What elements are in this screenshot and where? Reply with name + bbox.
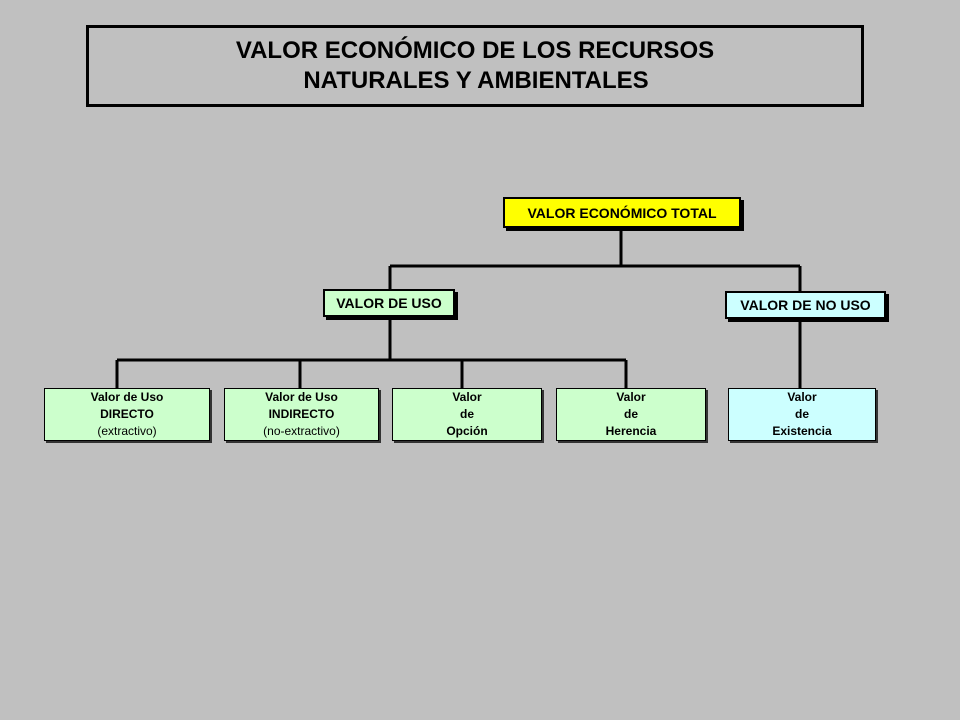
node-valor-economico-total: VALOR ECONÓMICO TOTAL bbox=[503, 197, 741, 228]
node-valor-de-uso: VALOR DE USO bbox=[323, 289, 455, 317]
node-total-label: VALOR ECONÓMICO TOTAL bbox=[527, 204, 717, 221]
title-box: VALOR ECONÓMICO DE LOS RECURSOS NATURALE… bbox=[86, 25, 864, 107]
node-valor-herencia: Valor de Herencia bbox=[556, 388, 706, 441]
node-valor-opcion: Valor de Opción bbox=[392, 388, 542, 441]
node-no-uso-label: VALOR DE NO USO bbox=[740, 297, 871, 313]
node-indirecto-line2: INDIRECTO bbox=[268, 407, 335, 421]
node-uso-directo: Valor de Uso DIRECTO (extractivo) bbox=[44, 388, 210, 441]
node-opcion-line1: Valor bbox=[452, 390, 482, 404]
node-herencia-line1: Valor bbox=[616, 390, 646, 404]
node-indirecto-line1: Valor de Uso bbox=[265, 390, 338, 404]
node-valor-de-no-uso: VALOR DE NO USO bbox=[725, 291, 886, 319]
node-directo-line3: (extractivo) bbox=[97, 424, 157, 438]
node-opcion-line3: Opción bbox=[446, 424, 488, 438]
node-existencia-line1: Valor bbox=[787, 390, 817, 404]
node-herencia-line3: Herencia bbox=[605, 424, 657, 438]
node-existencia-line3: Existencia bbox=[772, 424, 832, 438]
node-directo-line2: DIRECTO bbox=[100, 407, 154, 421]
title-line-2: NATURALES Y AMBIENTALES bbox=[303, 67, 649, 94]
node-directo-line1: Valor de Uso bbox=[90, 390, 164, 404]
node-opcion-line2: de bbox=[459, 407, 474, 421]
node-indirecto-line3: (no-extractivo) bbox=[263, 424, 340, 438]
node-valor-existencia: Valor de Existencia bbox=[728, 388, 876, 441]
node-herencia-line2: de bbox=[623, 407, 638, 421]
title-line-1: VALOR ECONÓMICO DE LOS RECURSOS bbox=[235, 37, 715, 64]
node-uso-label: VALOR DE USO bbox=[336, 295, 442, 311]
node-existencia-line2: de bbox=[794, 407, 809, 421]
node-uso-indirecto: Valor de Uso INDIRECTO (no-extractivo) bbox=[224, 388, 379, 441]
